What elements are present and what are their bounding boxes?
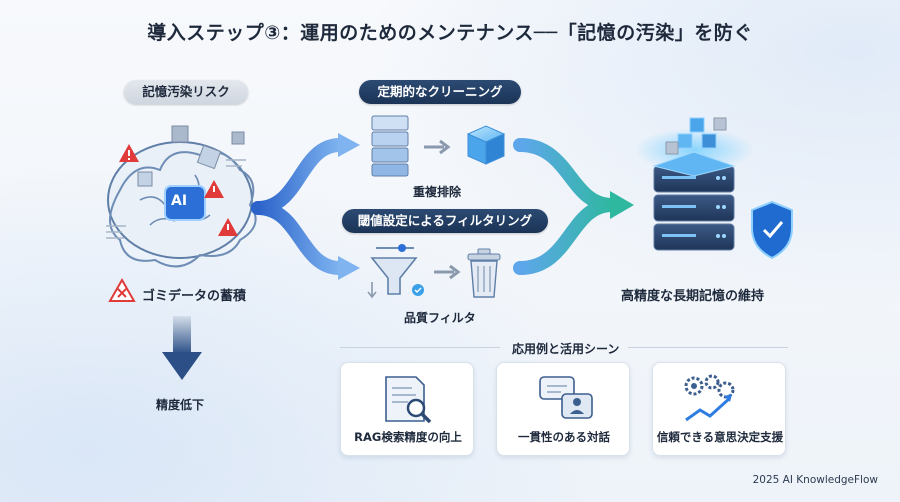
arrow-head [338, 256, 360, 280]
warning-icon [204, 180, 224, 198]
garbage-alert-icon [108, 277, 136, 302]
data-cube-icon [137, 125, 245, 187]
arrow-right-icon [434, 264, 461, 280]
brain-ai-label: AI [171, 193, 188, 209]
risk-pill: 記憶汚染リスク [124, 80, 248, 104]
quality-filter-label: 品質フィルタ [404, 311, 476, 325]
arrow-right-icon [424, 139, 451, 155]
result-label: 高精度な長期記憶の維持 [621, 289, 765, 304]
floating-cubes-icon [665, 117, 727, 155]
cleaning-pill: 定期的なクリーニング [359, 80, 521, 104]
gears-trend-icon [684, 374, 735, 422]
use-case-label: RAG検索精度の向上 [354, 430, 462, 444]
stacked-layers-icon [371, 115, 409, 177]
down-arrow [162, 316, 202, 380]
threshold-pill: 閾値設定によるフィルタリング [342, 209, 548, 233]
trash-icon [467, 248, 501, 298]
footer-credit: 2025 AI KnowledgeFlow [752, 474, 878, 486]
funnel-icon [367, 244, 424, 299]
garbage-label: ゴミデータの蓄積 [142, 289, 247, 304]
page-title: 導入ステップ③：運用のためのメンテナンス──「記憶の汚染」を防ぐ [147, 22, 753, 44]
warning-icon [119, 144, 139, 162]
server-stack-icon [634, 128, 754, 251]
dedup-label: 重複排除 [413, 185, 462, 199]
use-cases-heading: 応用例と活用シーン [512, 342, 620, 356]
use-case-label: 信頼できる意思決定支援 [656, 430, 784, 444]
accuracy-drop-label: 精度低下 [156, 398, 205, 412]
divider-left [340, 347, 500, 348]
arrow-head [338, 133, 360, 157]
shield-icon [751, 200, 793, 260]
merge-flow-arrows [513, 138, 619, 275]
brain-icon [107, 141, 257, 268]
single-cube-icon [466, 125, 506, 165]
split-flow-arrows [251, 138, 347, 275]
divider-right [628, 347, 788, 348]
warning-icon [218, 218, 238, 236]
chat-bubbles-icon [539, 376, 593, 419]
document-search-icon [385, 376, 432, 424]
clutter-lines [106, 159, 246, 239]
arrow-head [610, 191, 634, 219]
use-case-label: 一貫性のある対話 [518, 430, 610, 444]
